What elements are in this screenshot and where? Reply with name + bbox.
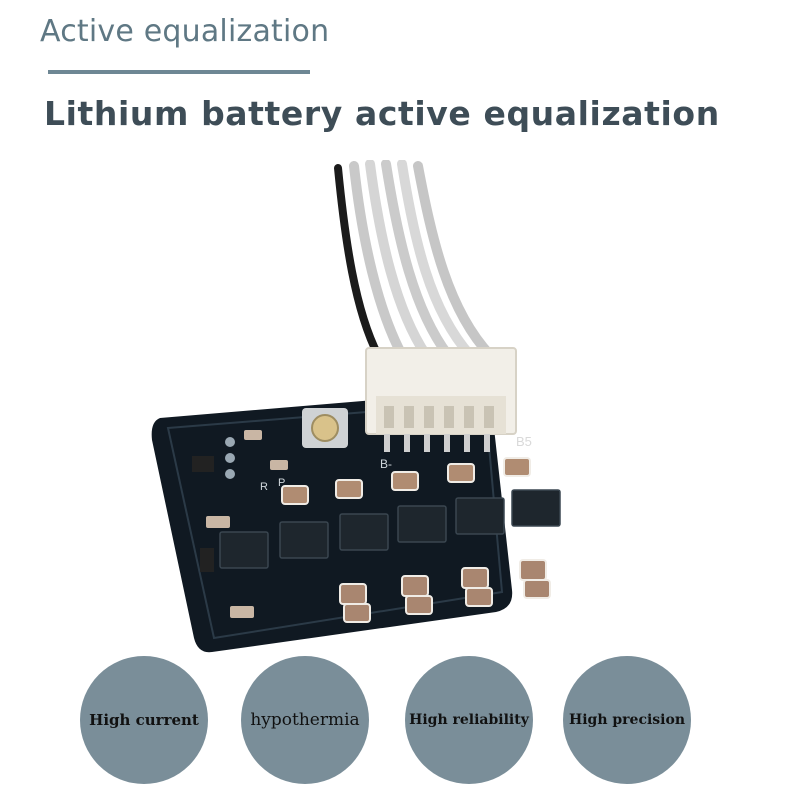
connector-label: B5 [516,434,532,449]
feature-label: hypothermia [250,710,360,730]
feature-circle-high-current: High current [80,656,208,784]
mosfet-chips [219,489,561,569]
test-pads [225,437,235,479]
board-label-b-minus: B- [380,457,392,471]
feature-circle-high-reliability: High reliability [405,656,533,784]
ic-small [192,456,214,472]
capacitors-top [281,457,531,505]
feature-circle-hypothermia: hypothermia [241,656,369,784]
jst-connector [365,347,517,452]
board-label-p: P [278,477,285,489]
title-underline [48,70,310,74]
product-image-battery-balancer-board: B5 R P B- [140,160,620,660]
page-headline: Lithium battery active equalization [44,94,720,133]
feature-label: High current [89,711,199,729]
small-smd-parts [206,430,288,618]
section-title: Active equalization [40,14,330,49]
capacitors-bottom [339,559,551,623]
feature-label: High reliability [409,712,529,728]
board-label-r: R [260,481,268,493]
diode [200,548,214,572]
feature-label: High precision [568,712,686,728]
feature-circle-high-precision: High precision [563,656,691,784]
tactile-switch [302,408,348,448]
wire-harness [334,160,495,360]
